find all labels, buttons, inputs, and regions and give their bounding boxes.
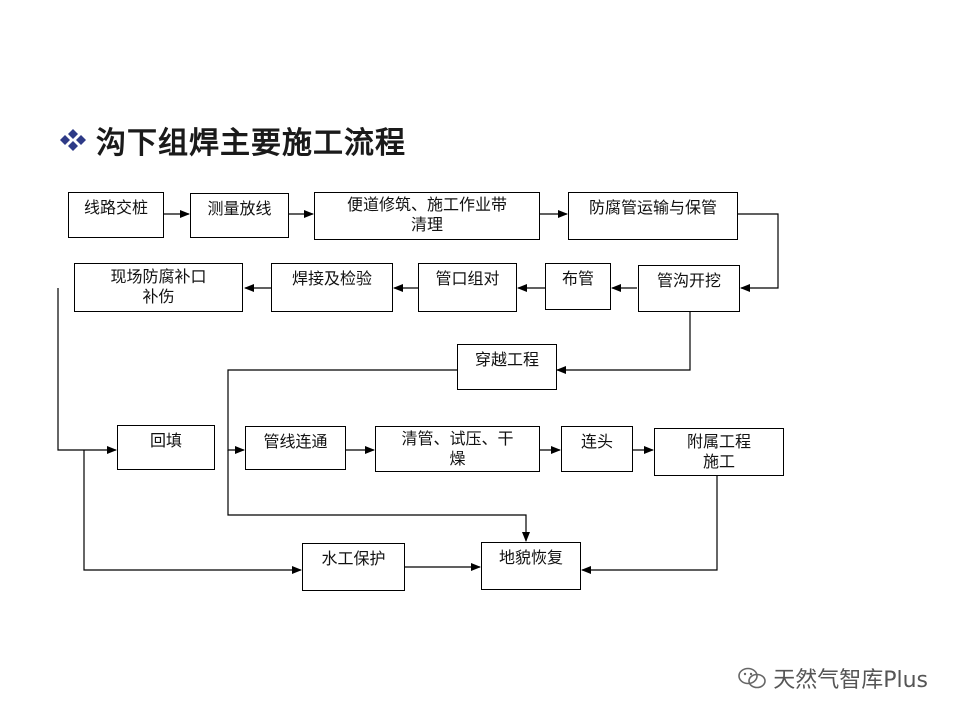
arrow-huitian-shuigong [83,450,302,574]
arrow-fushu-dimao [581,476,718,574]
watermark-text: 天然气智库Plus [773,668,928,693]
arrow-fangfu-guangou [738,213,779,292]
node-guanxian-liantong: 管线连通 [245,426,346,470]
page-title: 沟下组焊主要施工流程 [96,126,406,161]
node-celiang-fangxian: 测量放线 [190,193,289,238]
node-guankou-zudui: 管口组对 [418,263,517,312]
node-huitian: 回填 [117,425,215,470]
arrow-guangou-chuanyue [556,312,691,374]
node-qingguan-shiya: 清管、试压、干 燥 [375,426,540,472]
node-guangou-kaiwa: 管沟开挖 [638,265,740,312]
watermark: 天然气智库Plus [737,662,928,694]
node-liantou: 连头 [561,426,633,472]
node-xianchang-bukou: 现场防腐补口 补伤 [74,263,243,312]
node-dimao-huifu: 地貌恢复 [481,542,581,590]
node-biandao-xiuzhu: 便道修筑、施工作业带 清理 [314,192,540,240]
node-chuanyue-gongcheng: 穿越工程 [457,344,557,390]
arrow-xianchang-huitian [57,288,117,454]
node-shuigong-baohu: 水工保护 [302,543,405,591]
wechat-icon [738,667,767,689]
arrow-branch-dimao [227,450,530,542]
node-xianlu-jiaozhuang: 线路交桩 [68,192,164,238]
node-fangfuguan-yunshu: 防腐管运输与保管 [568,192,738,240]
slide-title: 沟下组焊主要施工流程 [58,118,406,162]
node-fushu-gongcheng: 附属工程 施工 [654,428,784,476]
diamond-bullet-icon [58,127,88,153]
arrow-chuanyue-guanxian [227,369,457,454]
node-buguan: 布管 [545,263,611,310]
node-hanjie-jianyan: 焊接及检验 [271,263,393,312]
